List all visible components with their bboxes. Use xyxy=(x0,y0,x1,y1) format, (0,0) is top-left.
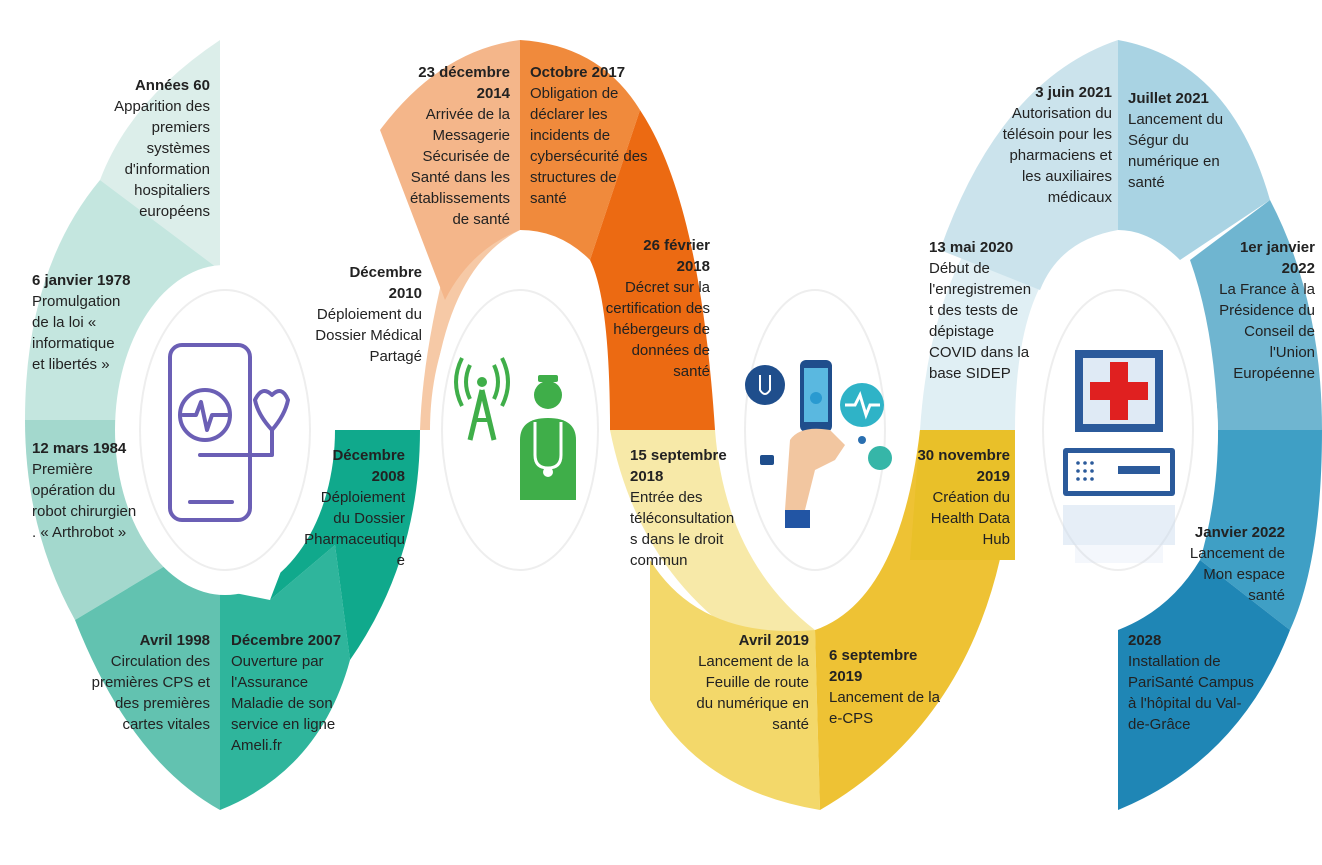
event-2017: Octobre 2017 Obligation de déclarer les … xyxy=(530,62,660,209)
segment-2017 xyxy=(520,40,640,260)
event-description: Entrée des téléconsultation s dans le dr… xyxy=(630,489,735,569)
event-description: Circulation des premières CPS et des pre… xyxy=(91,653,210,733)
event-description: Décret sur la certification des hébergeu… xyxy=(605,279,710,380)
event-2018-fev: 26 février 2018 Décret sur la certificat… xyxy=(580,235,710,382)
event-date: Décembre 2010 xyxy=(349,264,422,302)
event-date: Avril 2019 xyxy=(738,632,809,649)
event-description: Arrivée de la Messagerie Sécurisée de Sa… xyxy=(409,106,510,228)
event-description: Ouverture par l'Assurance Maladie de son… xyxy=(231,653,336,754)
event-2019-nov: 30 novembre 2019 Création du Health Data… xyxy=(880,445,1010,550)
segment-group-orange xyxy=(335,40,715,430)
event-2020: 13 mai 2020 Début de l'enregistremen t d… xyxy=(929,237,1049,384)
event-description: Lancement de Mon espace santé xyxy=(1189,545,1285,604)
segment-2028 xyxy=(1118,560,1290,810)
event-2019-avr: Avril 2019 Lancement de la Feuille de ro… xyxy=(669,630,809,735)
segment-group-blue xyxy=(920,40,1322,810)
event-date: Avril 1998 xyxy=(139,632,210,649)
hand-phone-health-icon xyxy=(745,360,892,528)
event-2014: 23 décembre 2014 Arrivée de la Messageri… xyxy=(380,62,510,230)
doctor-antenna-icon xyxy=(454,357,576,500)
event-description: Lancement de la Feuille de route du numé… xyxy=(696,653,809,733)
segment-2008 xyxy=(270,430,420,660)
event-1998: Avril 1998 Circulation des premières CPS… xyxy=(50,630,210,735)
segment-1998 xyxy=(75,560,220,810)
event-date: 13 mai 2020 xyxy=(929,239,1014,256)
event-date: 30 novembre 2019 xyxy=(917,447,1010,485)
event-description: Promulgation de la loi « informatique et… xyxy=(32,293,121,373)
event-description: Apparition des premiers systèmes d'infor… xyxy=(114,98,210,220)
event-date: 12 mars 1984 xyxy=(32,440,127,457)
event-date: Janvier 2022 xyxy=(1194,524,1285,541)
event-description: Déploiement du Dossier Médical Partagé xyxy=(315,306,422,365)
segment-2021b xyxy=(1118,40,1270,260)
event-date: 3 juin 2021 xyxy=(1035,84,1112,101)
event-description: La France à la Présidence du Conseil de … xyxy=(1219,281,1315,382)
event-description: Début de l'enregistremen t des tests de … xyxy=(929,260,1032,382)
event-2018-sep: 15 septembre 2018 Entrée des téléconsult… xyxy=(630,445,760,571)
segment-2019a xyxy=(650,560,820,810)
event-description: Obligation de déclarer les incidents de … xyxy=(530,85,648,207)
event-date: Années 60 xyxy=(134,77,210,94)
event-1978: 6 janvier 1978 Promulgation de la loi « … xyxy=(32,270,172,375)
event-2010: Décembre 2010 Déploiement du Dossier Méd… xyxy=(292,262,422,367)
event-description: Première opération du robot chirurgien .… xyxy=(32,461,137,541)
event-2021-juil: Juillet 2021 Lancement du Ségur du numér… xyxy=(1128,88,1248,193)
event-2028: 2028 Installation de PariSanté Campus à … xyxy=(1128,630,1268,735)
event-description: Déploiement du Dossier Pharmaceutiqu e xyxy=(304,489,405,569)
event-description: Installation de PariSanté Campus à l'hôp… xyxy=(1128,653,1254,733)
segment-2007 xyxy=(220,545,350,810)
event-description: Lancement du Ségur du numérique en santé xyxy=(1128,111,1224,191)
smartphone-heart-icon xyxy=(168,343,290,522)
segment-2022a xyxy=(1190,200,1322,430)
segment-2019c xyxy=(910,430,1015,560)
segment-annees-60 xyxy=(100,40,220,270)
event-date: 1er janvier 2022 xyxy=(1239,239,1315,277)
computer-medical-cross-icon xyxy=(1063,350,1175,563)
event-date: Décembre 2008 xyxy=(332,447,405,485)
event-date: 6 janvier 1978 xyxy=(32,272,131,289)
event-2021-juin: 3 juin 2021 Autorisation du télésoin pou… xyxy=(972,82,1112,208)
event-2022-jan-1: 1er janvier 2022 La France à la Présiden… xyxy=(1185,237,1315,384)
event-date: Juillet 2021 xyxy=(1128,90,1209,107)
event-date: 26 février 2018 xyxy=(643,237,710,275)
event-date: 23 décembre 2014 xyxy=(418,64,510,102)
segment-2018b xyxy=(610,430,815,650)
event-annees-60: Années 60 Apparition des premiers systèm… xyxy=(40,75,210,222)
event-date: 15 septembre 2018 xyxy=(630,447,727,485)
event-date: Octobre 2017 xyxy=(530,64,626,81)
event-date: 6 septembre 2019 xyxy=(829,647,918,685)
event-description: Création du Health Data Hub xyxy=(930,489,1010,548)
segment-group-yellow xyxy=(610,430,1015,810)
segment-2018a xyxy=(590,110,715,430)
event-2008: Décembre 2008 Déploiement du Dossier Pha… xyxy=(285,445,405,571)
event-2019-sep: 6 septembre 2019 Lancement de la e-CPS xyxy=(829,645,959,729)
event-1984: 12 mars 1984 Première opération du robot… xyxy=(32,438,177,543)
segment-2021a xyxy=(940,40,1118,290)
event-2022-jan: Janvier 2022 Lancement de Mon espace san… xyxy=(1175,522,1285,606)
event-description: Autorisation du télésoin pour les pharma… xyxy=(1002,105,1112,206)
event-description: Lancement de la e-CPS xyxy=(829,689,940,727)
segment-2022b xyxy=(1200,430,1322,630)
event-date: Décembre 2007 xyxy=(231,632,342,649)
event-2007: Décembre 2007 Ouverture par l'Assurance … xyxy=(231,630,361,756)
event-date: 2028 xyxy=(1128,632,1162,649)
segment-2014 xyxy=(380,40,520,300)
